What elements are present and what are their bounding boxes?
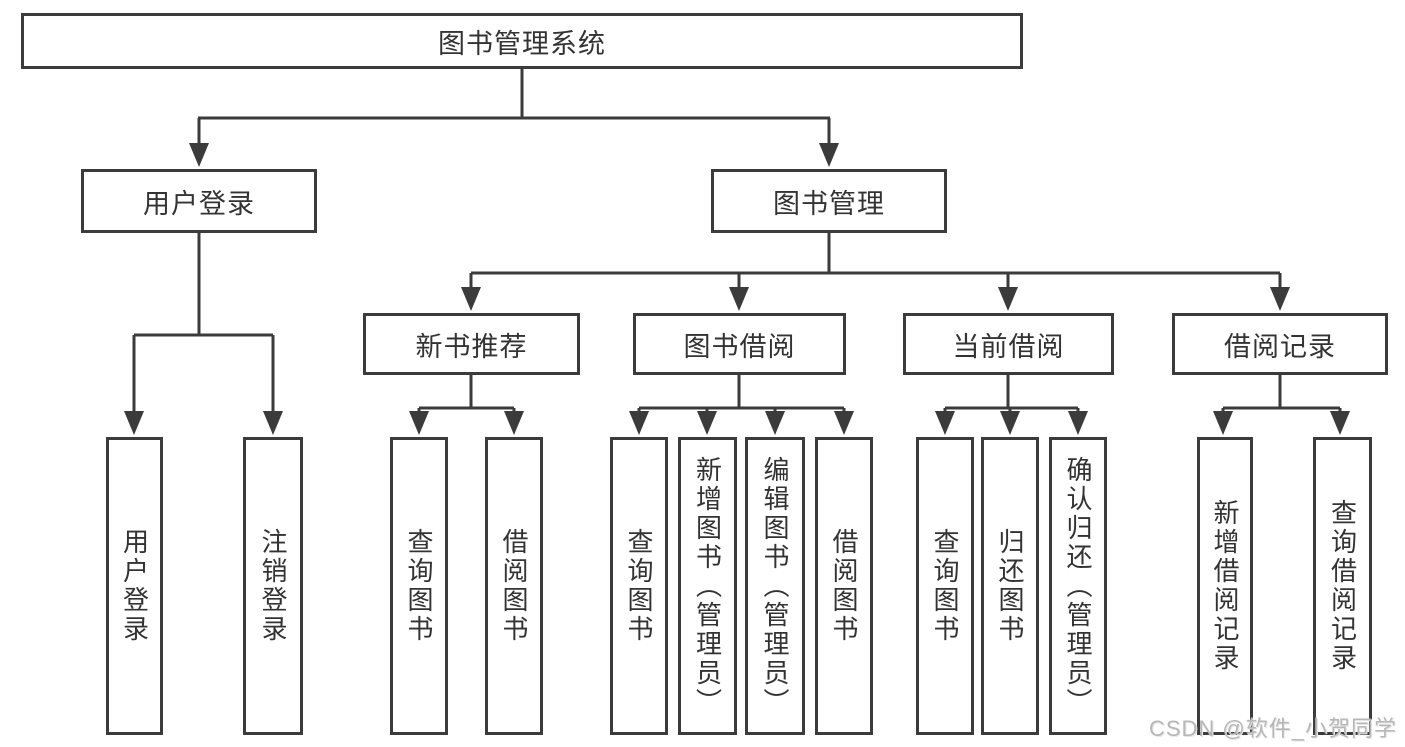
node-current-borrow: 当前借阅 bbox=[903, 313, 1114, 375]
leaf-record-add: 新增借阅记录 bbox=[1197, 437, 1253, 735]
node-book-management: 图书管理 bbox=[711, 169, 947, 233]
node-root-system: 图书管理系统 bbox=[21, 13, 1023, 69]
leaf-borrow-add-admin: 新增图书（管理员） bbox=[678, 437, 737, 735]
leaf-borrow-query: 查询图书 bbox=[610, 437, 668, 735]
arrowheads bbox=[124, 143, 1350, 435]
leaf-current-confirm-admin: 确认归还（管理员） bbox=[1049, 437, 1107, 735]
leaf-current-return: 归还图书 bbox=[981, 437, 1039, 735]
leaf-borrow-edit-admin: 编辑图书（管理员） bbox=[745, 437, 805, 735]
node-new-book-recommend: 新书推荐 bbox=[363, 313, 580, 375]
leaf-user-login: 用户登录 bbox=[106, 437, 163, 735]
node-user-login: 用户登录 bbox=[81, 169, 317, 233]
leaf-newbook-borrow: 借阅图书 bbox=[485, 437, 543, 735]
node-borrow-record: 借阅记录 bbox=[1172, 313, 1388, 375]
leaf-borrow-borrow: 借阅图书 bbox=[815, 437, 873, 735]
node-book-borrow: 图书借阅 bbox=[633, 313, 846, 375]
csdn-watermark: CSDN @软件_小贺同学 bbox=[1148, 716, 1397, 741]
leaf-current-query: 查询图书 bbox=[916, 437, 974, 735]
leaf-newbook-query: 查询图书 bbox=[390, 437, 448, 735]
leaf-record-query: 查询借阅记录 bbox=[1313, 437, 1372, 735]
leaf-logout: 注销登录 bbox=[243, 437, 303, 735]
